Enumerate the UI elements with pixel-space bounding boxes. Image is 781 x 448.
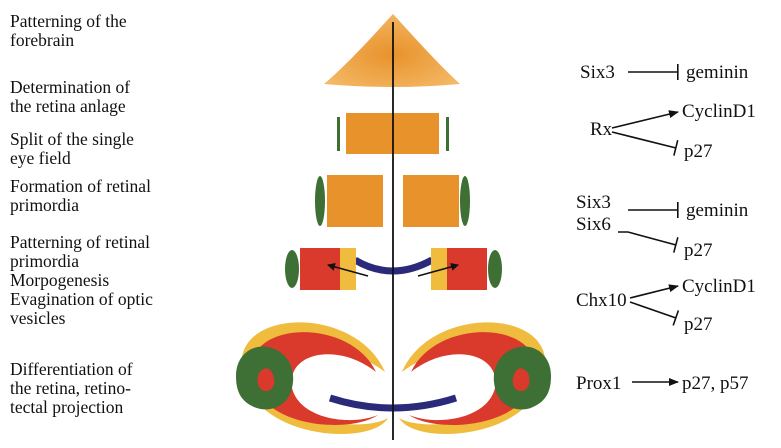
eye-field-right-mark: [446, 117, 449, 151]
gene-chx10: Chx10: [576, 290, 627, 311]
gene-group-six3-geminin: Six3 geminin: [580, 62, 749, 83]
gene-p27: p27: [684, 240, 713, 261]
vesicle-right-red: [447, 248, 487, 290]
repression-edge: [630, 302, 676, 318]
gene-cyclind1: CyclinD1: [682, 101, 756, 122]
gene-six6: Six6: [576, 214, 611, 235]
eye-field-left-mark: [337, 117, 340, 151]
activation-edge: [630, 286, 678, 298]
repression-edge: [612, 132, 676, 148]
gene-geminin: geminin: [686, 200, 749, 221]
gene-geminin: geminin: [686, 62, 749, 83]
gene-p27-p57: p27, p57: [682, 373, 749, 394]
gene-group-prox1: Prox1 p27, p57: [576, 373, 749, 394]
vesicle-left-green: [285, 250, 299, 288]
repression-edge: [618, 232, 676, 245]
gene-group-rx: Rx CyclinD1 p27: [590, 101, 756, 162]
primordium-left-green: [315, 176, 325, 226]
primordium-right-green: [460, 176, 470, 226]
gene-p27: p27: [684, 141, 713, 162]
gene-group-six3-six6: Six3 Six6 geminin p27: [576, 192, 749, 261]
gene-group-chx10: Chx10 CyclinD1 p27: [576, 276, 756, 335]
vesicle-right-green: [488, 250, 502, 288]
vesicle-left-red: [300, 248, 340, 290]
gene-six3: Six3: [580, 62, 615, 83]
activation-edge: [612, 112, 678, 128]
primordium-right: [403, 175, 459, 227]
gene-prox1: Prox1: [576, 373, 621, 394]
primordium-left: [327, 175, 383, 227]
forebrain-cone: [324, 14, 460, 87]
gene-cyclind1: CyclinD1: [682, 276, 756, 297]
gene-six3: Six3: [576, 192, 611, 213]
gene-rx: Rx: [590, 119, 613, 140]
gene-p27: p27: [684, 314, 713, 335]
